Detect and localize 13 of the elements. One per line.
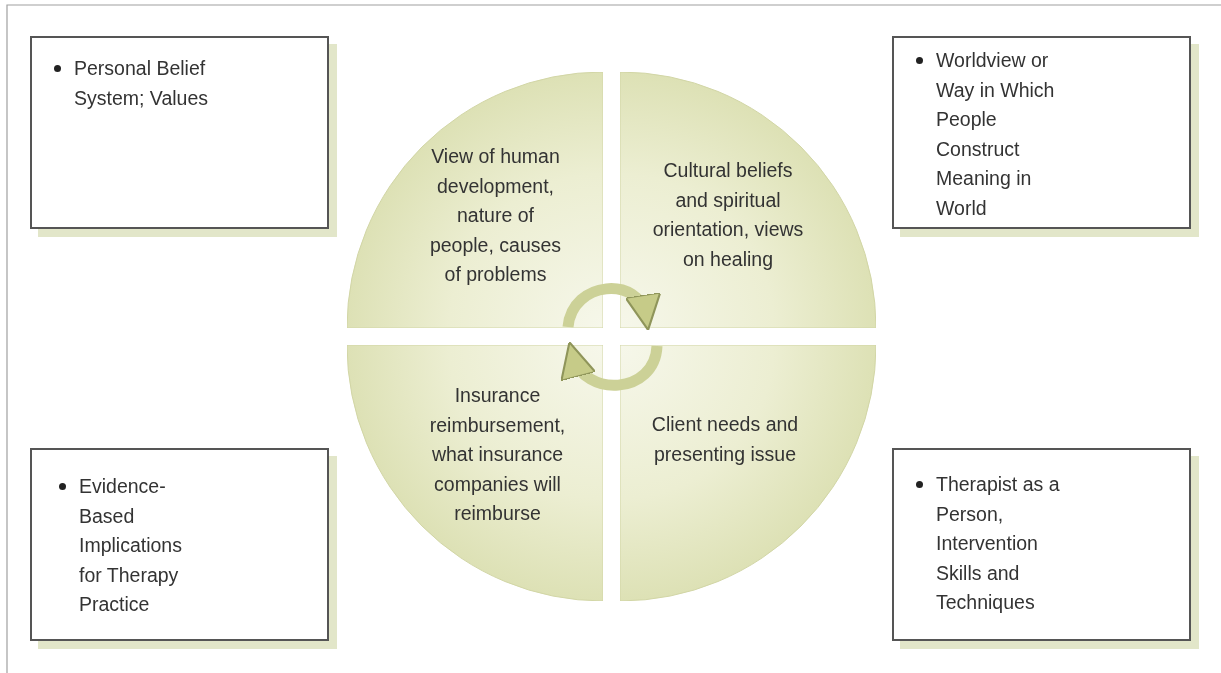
quadrant-label: Cultural beliefs and spiritual orientation, views on healing — [651, 158, 805, 272]
quadrant — [347, 72, 603, 328]
bullet-item: Evidence-Based Implications for Therapy Practice — [55, 472, 195, 620]
quadrant — [620, 345, 876, 601]
bullet-item: Worldview or Way in Which People Construct Meaning in World — [912, 46, 1084, 223]
quadrant — [620, 72, 876, 328]
quadrant-label: Insurance reimbursement, what insurance companies will reimburse — [428, 383, 567, 526]
quadrant — [347, 345, 603, 601]
quadrant-label: View of human development, nature of people, causes of problems — [428, 144, 563, 287]
quadrant-label: Client needs and presenting issue — [650, 412, 800, 467]
curved-arrow — [562, 283, 658, 331]
bullet-item: Therapist as a Person, Intervention Skills and Techniques — [912, 470, 1074, 618]
bullet-item: Personal Belief System; Values — [50, 54, 244, 113]
